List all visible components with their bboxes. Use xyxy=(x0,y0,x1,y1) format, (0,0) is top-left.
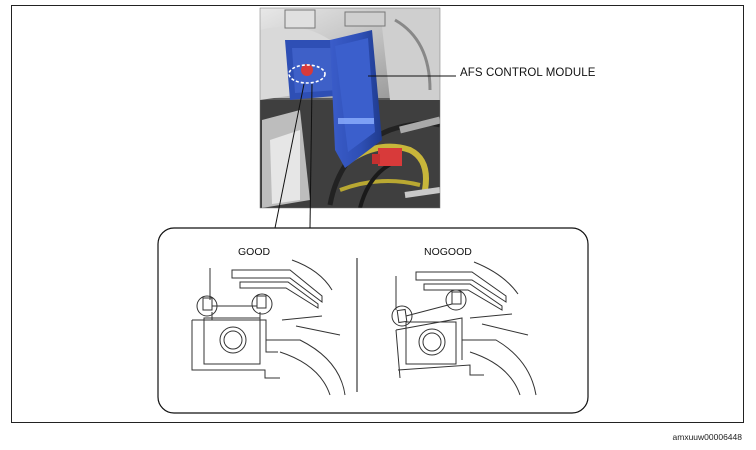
figure-id: amxuuw00006448 xyxy=(672,432,742,442)
good-label: GOOD xyxy=(238,246,271,258)
connector xyxy=(378,148,402,166)
afs-control-module-label: AFS CONTROL MODULE xyxy=(460,67,596,79)
detail-box xyxy=(157,227,589,414)
nogood-drawing xyxy=(391,261,537,396)
nogood-label: NOGOOD xyxy=(424,246,472,258)
clip-icon xyxy=(301,64,313,76)
vehicle-photo xyxy=(260,8,440,208)
good-drawing xyxy=(191,259,346,396)
